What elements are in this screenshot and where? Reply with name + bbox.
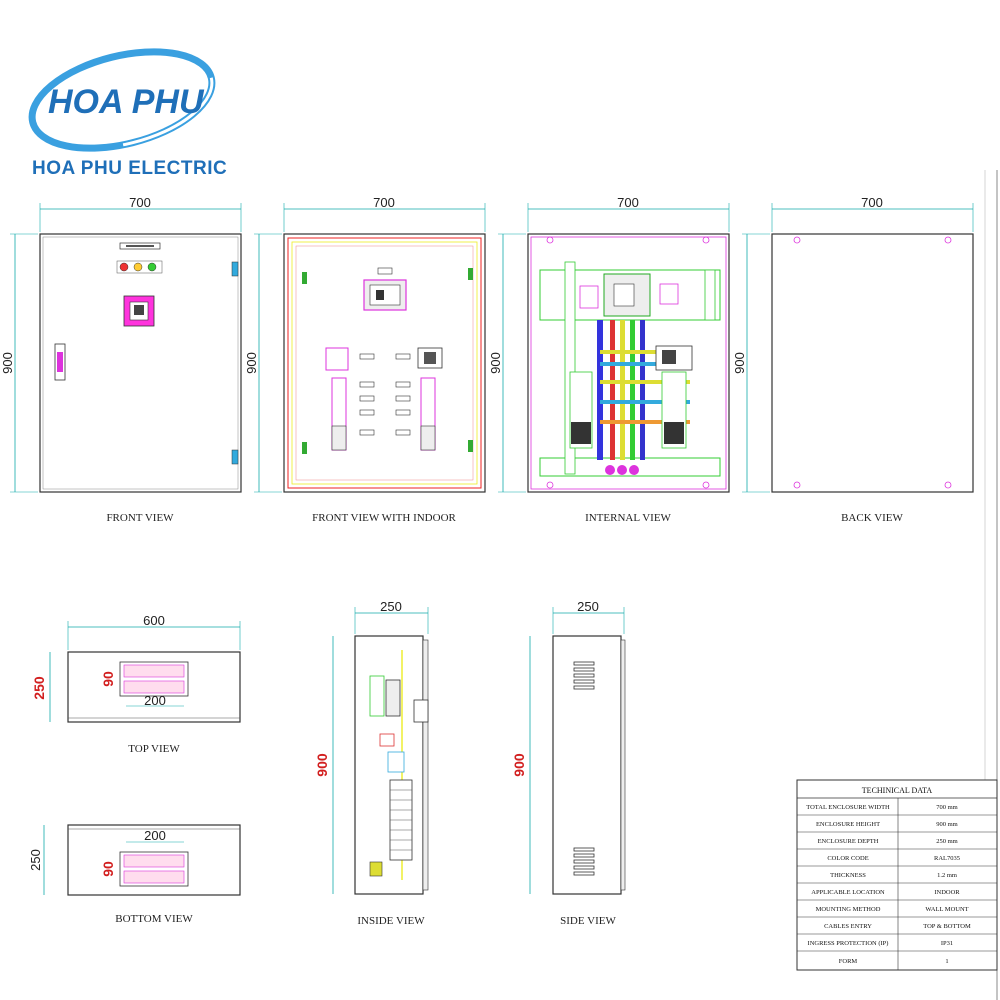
bottom-view-label: BOTTOM VIEW <box>115 913 193 925</box>
back-height-dim: 900 <box>732 352 747 374</box>
bottom-cutout-width-dim: 200 <box>144 828 166 843</box>
top-width-dim: 600 <box>143 613 165 628</box>
internal-view-label: INTERNAL VIEW <box>585 512 671 524</box>
internal-width-dim: 700 <box>617 195 639 210</box>
internal-height-dim: 900 <box>488 352 503 374</box>
row-value: 1.2 mm <box>937 872 957 879</box>
side-height-dim: 900 <box>511 753 527 777</box>
internal-view: 700 900 INT <box>488 195 730 524</box>
top-cutout-height-dim: 90 <box>100 671 116 687</box>
bottom-view: 250 200 90 BOTTOM VIEW <box>28 824 241 925</box>
bottom-cutout-height-dim: 90 <box>100 861 116 877</box>
bottom-depth-dim: 250 <box>28 849 43 871</box>
top-view: 600 250 200 90 TOP VIEW <box>31 613 241 755</box>
table-row: MOUNTING METHOD WALL MOUNT <box>797 906 997 918</box>
table-row: THICKNESS 1.2 mm <box>797 872 997 884</box>
side-depth-dim: 250 <box>577 599 599 614</box>
top-cutout-width-dim: 200 <box>144 693 166 708</box>
row-value: INDOOR <box>934 889 960 896</box>
table-row: TOTAL ENCLOSURE WIDTH 700 mm <box>797 804 997 816</box>
front-view: 700 900 FRONT VIEW <box>0 195 242 524</box>
inside-view-label: INSIDE VIEW <box>357 915 425 927</box>
top-view-label: TOP VIEW <box>128 743 180 755</box>
table-row: CABLES ENTRY TOP & BOTTOM <box>797 923 997 935</box>
table-row: ENCLOSURE DEPTH 250 mm <box>797 838 997 850</box>
table-row: APPLICABLE LOCATION INDOOR <box>797 889 997 901</box>
front-height-dim: 900 <box>0 352 15 374</box>
top-depth-dim: 250 <box>31 676 47 700</box>
table-row: FORM 1 <box>839 958 949 965</box>
company-logo: HOA PHU <box>28 48 216 152</box>
row-name: ENCLOSURE HEIGHT <box>816 821 880 828</box>
table-row: ENCLOSURE HEIGHT 900 mm <box>797 821 997 833</box>
logo-text: HOA PHU <box>48 83 205 121</box>
table-title: TECHINICAL DATA <box>862 786 933 795</box>
row-name: CABLES ENTRY <box>824 923 872 930</box>
side-view: 250 900 SIDE VIEW <box>511 599 626 927</box>
row-name: INGRESS PROTECTION (IP) <box>808 940 889 947</box>
side-view-label: SIDE VIEW <box>560 915 616 927</box>
front-indoor-view: 700 900 FRONT VIEW WITH INDOOR <box>244 195 486 524</box>
inside-depth-dim: 250 <box>380 599 402 614</box>
front-indoor-height-dim: 900 <box>244 352 259 374</box>
row-value: WALL MOUNT <box>925 906 968 913</box>
row-value: IP31 <box>941 940 953 947</box>
row-name: FORM <box>839 958 858 965</box>
row-name: APPLICABLE LOCATION <box>811 889 885 896</box>
row-name: COLOR CODE <box>827 855 868 862</box>
front-width-dim: 700 <box>129 195 151 210</box>
table-row: INGRESS PROTECTION (IP) IP31 <box>797 940 997 952</box>
company-name: HOA PHU ELECTRIC <box>32 158 228 179</box>
row-value: 700 mm <box>936 804 958 811</box>
inside-height-dim: 900 <box>314 753 330 777</box>
row-value: TOP & BOTTOM <box>923 923 971 930</box>
back-view: 700 900 BACK VIEW <box>732 195 974 524</box>
front-indoor-view-label: FRONT VIEW WITH INDOOR <box>312 512 456 524</box>
row-name: ENCLOSURE DEPTH <box>818 838 879 845</box>
row-name: THICKNESS <box>830 872 866 879</box>
back-width-dim: 700 <box>861 195 883 210</box>
back-view-label: BACK VIEW <box>841 512 903 524</box>
inside-view: 250 900 INSIDE VIEW <box>314 599 429 927</box>
row-value: 250 mm <box>936 838 958 845</box>
table-row: COLOR CODE RAL7035 <box>797 855 997 867</box>
row-value: 1 <box>945 958 948 965</box>
row-name: MOUNTING METHOD <box>816 906 881 913</box>
front-indoor-width-dim: 700 <box>373 195 395 210</box>
technical-data-table: TECHINICAL DATA TOTAL ENCLOSURE WIDTH 70… <box>796 779 998 971</box>
row-value: RAL7035 <box>934 855 960 862</box>
front-view-label: FRONT VIEW <box>106 512 174 524</box>
row-name: TOTAL ENCLOSURE WIDTH <box>806 804 890 811</box>
row-value: 900 mm <box>936 821 958 828</box>
